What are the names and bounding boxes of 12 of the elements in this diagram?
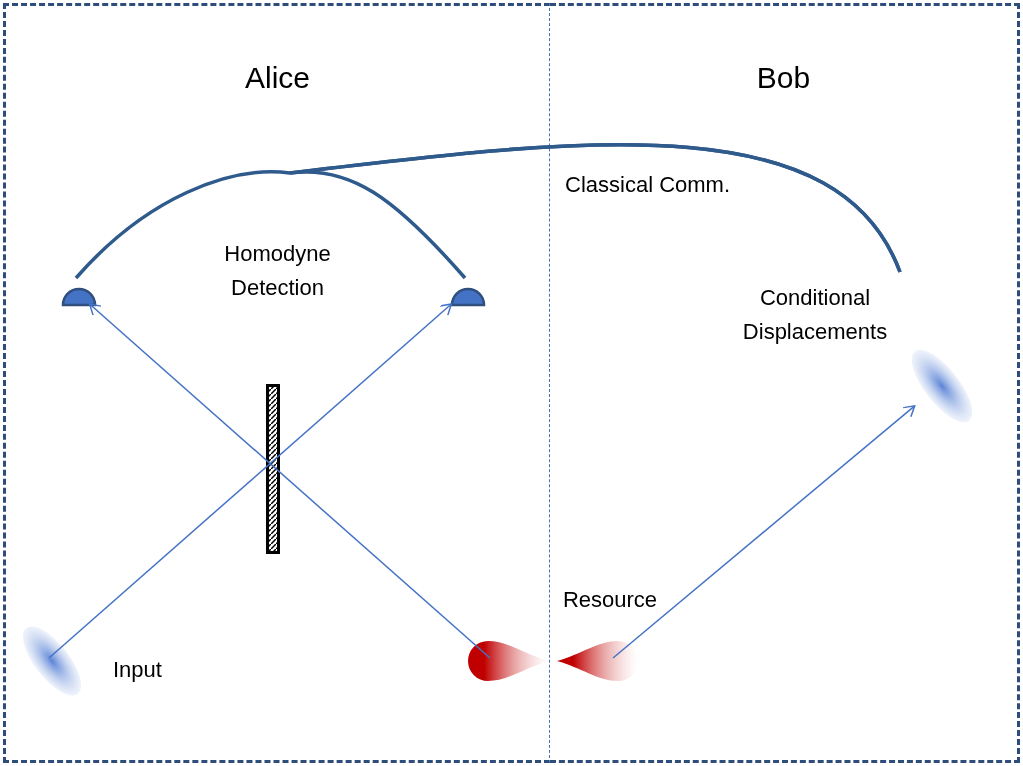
annotation-text: Conditional Displacements <box>715 281 915 349</box>
arrow <box>612 405 916 659</box>
pulse-label: Input <box>113 656 162 684</box>
arrow <box>88 303 491 659</box>
arrow <box>48 303 453 659</box>
annotation-text: Resource <box>561 586 659 614</box>
panel-title: Alice <box>245 61 310 95</box>
panel <box>550 3 1020 763</box>
annotation-text: Homodyne Detection <box>223 240 332 302</box>
connector-line <box>288 143 902 280</box>
edge-label: Classical Comm. <box>565 171 731 199</box>
panel-title: Bob <box>756 61 811 95</box>
